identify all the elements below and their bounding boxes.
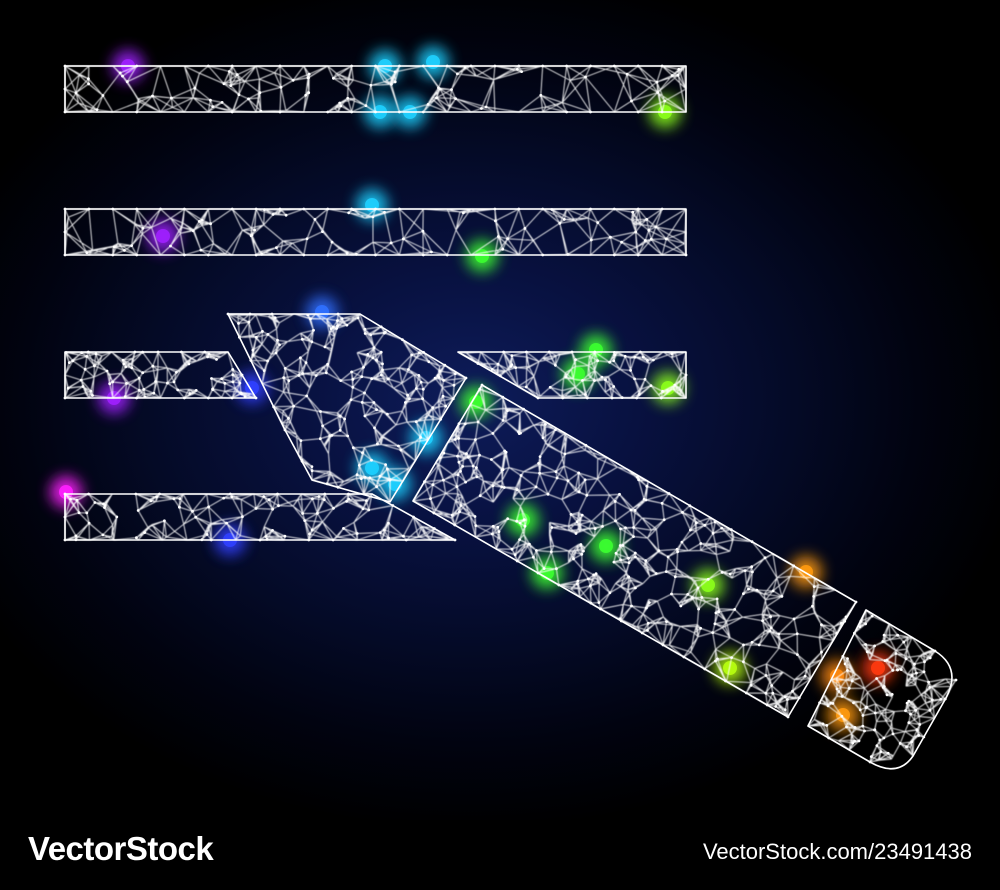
image-id-text: VectorStock.com/23491438 xyxy=(702,839,972,864)
footer-bar: VectorStock VectorStock.com/23491438 xyxy=(0,820,1000,890)
pencil-tip xyxy=(227,313,467,503)
pencil-body xyxy=(412,384,857,718)
brand-logo: VectorStock xyxy=(28,830,214,867)
edit-text-icon xyxy=(50,46,958,770)
text-line-4 xyxy=(64,493,456,541)
